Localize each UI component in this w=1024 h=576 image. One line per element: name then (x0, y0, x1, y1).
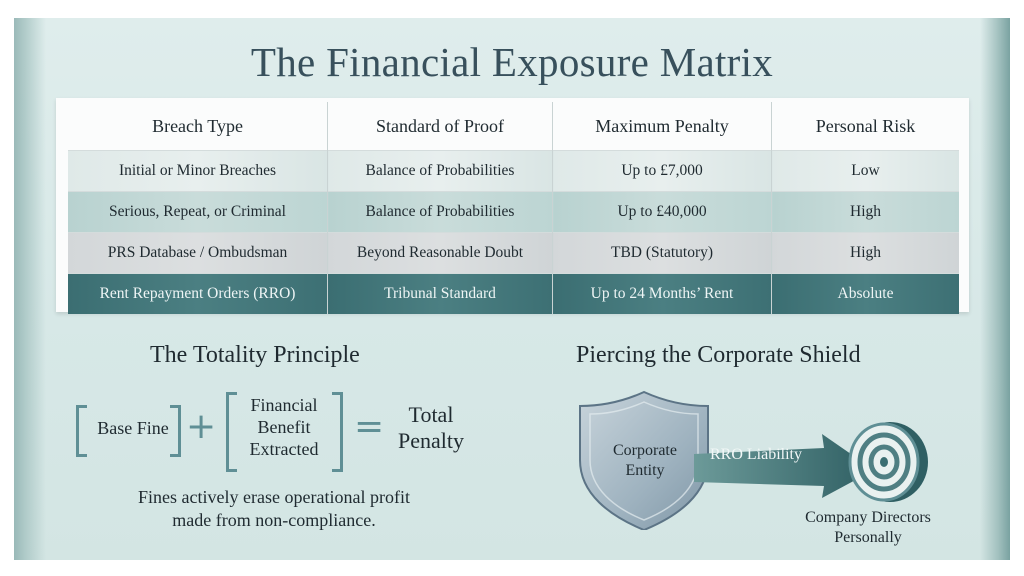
cell-penalty: TBD (Statutory) (552, 232, 772, 274)
slide-canvas: The Financial Exposure Matrix Breach Typ… (14, 18, 1010, 560)
cell-standard: Tribunal Standard (327, 273, 553, 314)
header-breach-type: Breach Type (152, 115, 243, 136)
cell-breach-type: Rent Repayment Orders (RRO) (68, 273, 328, 314)
base-fine-label: Base Fine (97, 418, 169, 438)
arrow-icon (694, 434, 874, 498)
target-icon (848, 422, 928, 502)
torn-edge-right (980, 18, 1010, 560)
total-penalty-label: Total Penalty (388, 402, 474, 454)
benefit-line-2: Benefit (257, 417, 311, 437)
target-line-2: Personally (834, 529, 902, 546)
total-line-1: Total (408, 402, 454, 427)
exposure-matrix: Breach Type Standard of Proof Maximum Pe… (56, 98, 969, 314)
torn-edge-left (14, 18, 46, 560)
cell-standard: Balance of Probabilities (327, 150, 553, 192)
bracket-left-base (76, 405, 87, 457)
header-standard-of-proof: Standard of Proof (327, 102, 553, 151)
shield-icon (579, 390, 709, 530)
cell-breach-type: Initial or Minor Breaches (68, 150, 328, 192)
plus-sign: + (186, 406, 217, 447)
entity-line-2: Entity (625, 462, 665, 479)
totality-title: The Totality Principle (150, 342, 360, 368)
cell-standard: Beyond Reasonable Doubt (327, 232, 553, 274)
table-row: Initial or Minor Breaches Balance of Pro… (68, 150, 959, 192)
shield-title: Piercing the Corporate Shield (576, 342, 861, 368)
table-row: Serious, Repeat, or Criminal Balance of … (68, 191, 959, 233)
table-row: PRS Database / Ombudsman Beyond Reasonab… (68, 232, 959, 274)
bracket-right-base (170, 405, 181, 457)
cell-penalty: Up to £7,000 (552, 150, 772, 192)
table-row: Rent Repayment Orders (RRO) Tribunal Sta… (68, 273, 959, 314)
benefit-line-1: Financial (250, 395, 318, 415)
shield-diagram (579, 390, 928, 530)
totality-caption: Fines actively erase operational profit … (54, 486, 494, 532)
rro-liability-label: RRO Liability (710, 446, 802, 463)
cell-risk: High (771, 191, 959, 233)
cell-risk: High (771, 232, 959, 274)
bracket-left-benefit (226, 392, 237, 472)
equals-sign: = (354, 406, 385, 447)
target-line-1: Company Directors (805, 509, 931, 526)
page-title: The Financial Exposure Matrix (250, 39, 774, 85)
table-header-row: Breach Type Standard of Proof Maximum Pe… (68, 102, 959, 151)
benefit-line-3: Extracted (249, 439, 319, 459)
header-maximum-penalty: Maximum Penalty (552, 102, 772, 151)
cell-risk: Low (771, 150, 959, 192)
cell-penalty: Up to 24 Months’ Rent (552, 273, 772, 314)
target-label: Company Directors Personally (778, 508, 958, 548)
cell-standard: Balance of Probabilities (327, 191, 553, 233)
bracket-right-benefit (332, 392, 343, 472)
cell-breach-type: PRS Database / Ombudsman (68, 232, 328, 274)
cell-risk: Absolute (771, 273, 959, 314)
benefit-label: Financial Benefit Extracted (236, 394, 332, 460)
cell-penalty: Up to £40,000 (552, 191, 772, 233)
exposure-table: Breach Type Standard of Proof Maximum Pe… (68, 102, 959, 314)
total-line-2: Penalty (398, 428, 464, 453)
cell-breach-type: Serious, Repeat, or Criminal (68, 191, 328, 233)
corporate-entity-label: Corporate Entity (590, 441, 700, 481)
entity-line-1: Corporate (613, 442, 677, 459)
caption-line-2: made from non-compliance. (172, 510, 376, 530)
caption-line-1: Fines actively erase operational profit (138, 487, 410, 507)
header-personal-risk: Personal Risk (771, 102, 959, 151)
